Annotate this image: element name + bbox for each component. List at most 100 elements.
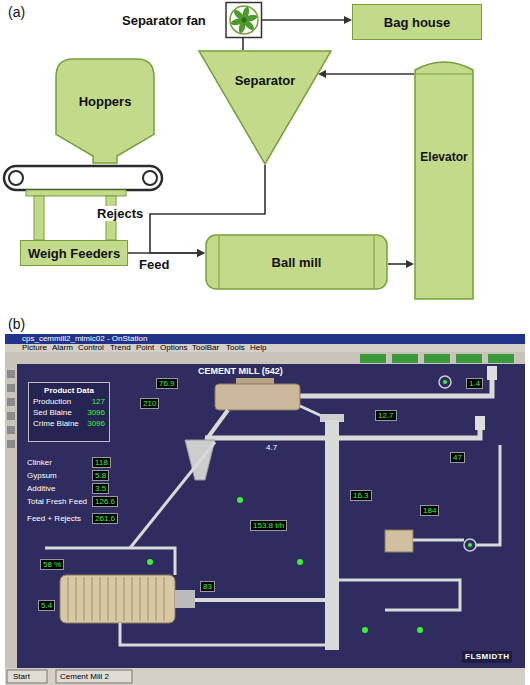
conveyor [130,442,215,548]
menu-item: Tools [226,344,245,352]
arrow-head [197,249,205,257]
bucket-elevator: Elevator [414,58,474,300]
panel-letter: (b) [8,316,25,332]
value-readout: 83 [200,581,215,592]
fan-hub [443,380,447,384]
tool-icon [7,370,15,378]
taskbar-item: Cement Mill 2 [60,671,109,682]
mill-outlet [175,590,195,608]
roller [143,171,157,185]
value-readout: 184 [420,505,439,516]
roller [9,171,23,185]
menu-item: ToolBar [192,344,219,352]
status-button [360,354,386,363]
pipe [476,445,500,545]
screen-title: CEMENT MILL (542) [198,366,283,377]
status-dot [297,559,303,565]
start-button [7,670,47,683]
elevator-head-line [415,74,473,75]
node-label: Separator fan [122,13,206,28]
value-readout: 126.6 [92,496,118,507]
product-data-panel: Product DataProduction127Sed Blaine3096C… [28,382,110,442]
status-button [392,354,418,363]
stand-leg [34,196,44,240]
menu-item: Trend [110,344,131,352]
elevator [325,420,339,650]
status-dot [237,497,243,503]
fan-blade [232,8,245,21]
flow-arrow [262,16,352,24]
menu-item: Options [160,344,188,352]
flow-arrow [318,70,414,78]
bag-filter [385,530,413,552]
panel-heading: Product Data [33,385,105,396]
mill-liner [68,577,164,621]
mill-end-line [219,236,374,288]
menu-item: Point [136,344,154,352]
value-readout: 127 [86,397,106,407]
tool-icon [7,440,15,448]
fan-hub [468,543,472,547]
stack [475,416,485,430]
separator-body [215,384,300,410]
field-label: Crime Blaine [33,419,81,429]
status-button [424,354,450,363]
ball-mill: Ball mill [205,234,388,290]
arrow-head [406,260,414,268]
flow-arrow [388,260,414,268]
menu-item: Picture [22,344,47,352]
return-line [120,623,325,645]
flow-arrow [243,38,244,50]
fan-housing [226,3,262,38]
separator-cone: Separator [198,50,332,165]
field-label: Additive [26,484,56,494]
tool-icon [7,426,15,434]
bag-house: Bag house [352,4,482,40]
value-readout: 261.6 [92,513,118,524]
node-label: Elevator [420,150,467,165]
node-label: Weigh Feeders [28,246,120,261]
mill-discharge [195,598,325,602]
flow-line [262,19,345,21]
separator-fan: Separator fan [120,2,262,38]
status-button [456,354,482,363]
field-label: Gypsum [26,471,58,481]
weigh-feeder: Weigh Feeders [20,240,128,266]
value-readout: 1.4 [466,378,483,389]
field-label: Sed Blaine [33,408,81,418]
panel-letter: (a) [8,4,25,20]
screenshot-frame [5,334,525,685]
field-label: Clinker [26,458,53,468]
node-label: Ball mill [272,255,322,270]
status-dot [417,627,423,633]
tool-icon [7,384,15,392]
task-button [56,670,132,683]
node-label: Separator [235,73,296,88]
separator-cone-shape [198,50,332,165]
field-label: Production [33,397,81,407]
value-readout: 5.4 [38,600,55,611]
tool-icon [7,412,15,420]
value-readout: 3096 [86,408,106,418]
hopper-shape [55,58,155,164]
status-dot [362,627,368,633]
bucket-elevator-shape [414,58,474,300]
window [5,334,525,685]
flow-line [388,263,407,265]
flow-label: Rejects [96,206,144,221]
elevator-outline [415,62,473,299]
value-readout: 58 % [40,559,64,570]
fan-ring [230,6,258,34]
arrow-head [197,249,205,257]
plant-mimic [45,366,500,650]
fan [464,539,476,551]
gas-duct [300,380,492,396]
value-readout: 3.5 [92,483,109,494]
separator-drive [236,378,274,384]
value-readout: 3096 [86,419,106,429]
duct [206,410,228,440]
value-readout: 153.8 t/h [250,520,287,531]
gas-duct [205,430,480,438]
taskbar-item: Start [13,671,30,682]
